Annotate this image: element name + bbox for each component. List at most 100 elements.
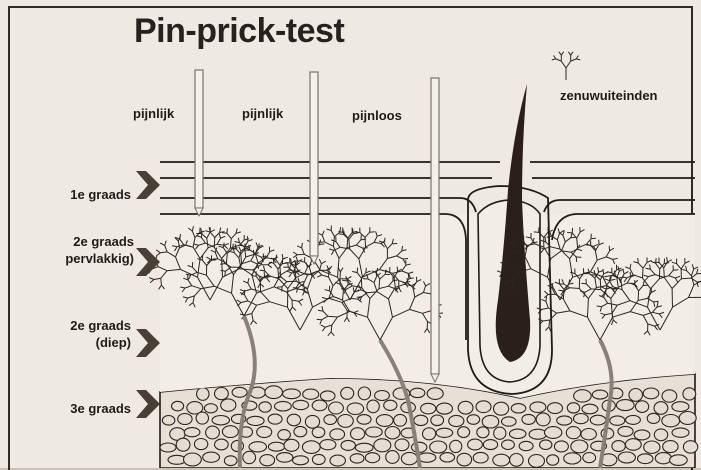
fat-cell [347, 403, 363, 415]
needle-2 [310, 72, 318, 264]
fat-cell [247, 416, 264, 425]
fat-cell [312, 400, 327, 411]
nerve-branch [211, 260, 216, 261]
fat-cell [341, 440, 355, 450]
fat-cell [592, 390, 607, 399]
fat-cell [384, 400, 397, 410]
nerve-branch [576, 257, 577, 262]
depth-label-third-degree: 3e graads [70, 400, 131, 417]
depth-label-line: pervlakkig) [65, 250, 134, 267]
fat-cell [662, 390, 677, 402]
needle-label-2: pijnlijk [242, 106, 283, 121]
fat-cell [458, 427, 470, 438]
nerve-branch [214, 238, 215, 248]
arrow-second-degree-superficial [136, 248, 160, 276]
nerve-branch [288, 262, 289, 267]
fat-cell [529, 429, 547, 439]
nerve-branch [156, 250, 160, 253]
depth-label-line: 2e graads [70, 317, 131, 334]
fat-cell [221, 399, 236, 411]
fat-cell [374, 439, 391, 452]
nerve-branch [600, 280, 601, 290]
fat-cell [162, 416, 175, 426]
fat-cell [320, 391, 335, 401]
fat-cell [502, 440, 515, 450]
nerve-branch [570, 288, 580, 289]
fat-cell [468, 439, 483, 450]
hair-follicle [468, 84, 552, 394]
fat-cell [259, 402, 271, 412]
nerve-branch [211, 259, 218, 260]
fat-cell [303, 389, 319, 399]
fat-cell [477, 427, 489, 438]
fat-cell [557, 416, 572, 425]
fat-cell [212, 416, 229, 425]
nerve-tuft-branch [556, 59, 562, 61]
fat-cell [612, 441, 625, 452]
fat-cell [574, 414, 589, 424]
nerve-endings-label: zenuwuiteinden [560, 88, 658, 103]
fat-cell [184, 428, 200, 437]
nerve-tuft-branch [561, 52, 563, 55]
fat-cell [178, 414, 192, 425]
fat-cell [493, 454, 510, 466]
nerve-branch [357, 297, 362, 298]
fat-cell [449, 415, 464, 426]
fat-cell [302, 441, 320, 454]
fat-cell [275, 401, 292, 411]
fat-cell [590, 415, 605, 425]
nerve-tuft-branch [568, 52, 570, 55]
fat-cell [357, 415, 371, 425]
needle-label-1: pijnlijk [133, 106, 174, 121]
fat-cell [196, 412, 208, 424]
nerve-branch [260, 277, 261, 284]
depth-label-second-degree-superficial: 2e graads pervlakkig) [65, 233, 134, 267]
nerve-branch [241, 254, 242, 264]
nerve-branch [201, 232, 202, 237]
fat-cell [581, 429, 596, 440]
fat-cell [547, 455, 559, 465]
fat-cell [287, 414, 300, 426]
fat-cell [430, 441, 447, 453]
fat-cell [376, 415, 393, 427]
fat-cell [467, 415, 480, 425]
nerve-branch [297, 254, 304, 255]
fat-cell [305, 415, 319, 428]
fat-cell [670, 455, 688, 466]
fat-cell [243, 451, 256, 463]
nerve-branch [581, 283, 586, 284]
nerve-branch [353, 229, 354, 234]
nerve-branch [150, 280, 154, 283]
fat-cell [618, 426, 633, 436]
fat-cell [293, 456, 309, 465]
fat-cell [367, 400, 379, 413]
fat-cell [427, 388, 443, 400]
fat-cell [355, 443, 373, 452]
nerve-branch [379, 279, 380, 289]
nerve-branch [673, 270, 678, 271]
nerve-branch [263, 254, 264, 259]
nerve-branch [273, 258, 274, 263]
nerve-branch [643, 268, 644, 278]
nerve-branch [222, 233, 227, 234]
fat-cell [410, 388, 425, 397]
fat-cell [647, 413, 660, 423]
nerve-branch [638, 258, 639, 263]
fat-cell [386, 451, 399, 464]
nerve-branch [365, 237, 366, 247]
depth-label-first-degree: 1e graads [70, 186, 131, 203]
nerve-branch [591, 238, 596, 239]
fat-cell [644, 441, 660, 453]
nerve-branch [277, 287, 282, 288]
fat-cell [176, 438, 190, 451]
fat-cell [330, 455, 345, 466]
fat-cell [312, 454, 325, 464]
fat-cell [672, 428, 689, 437]
fat-cell [395, 439, 409, 451]
nerve-branch [591, 289, 601, 290]
fat-cell [574, 390, 592, 402]
fat-cell [638, 454, 653, 464]
fat-cell [629, 389, 643, 402]
fat-cell [545, 427, 562, 439]
fat-cell [203, 452, 220, 462]
